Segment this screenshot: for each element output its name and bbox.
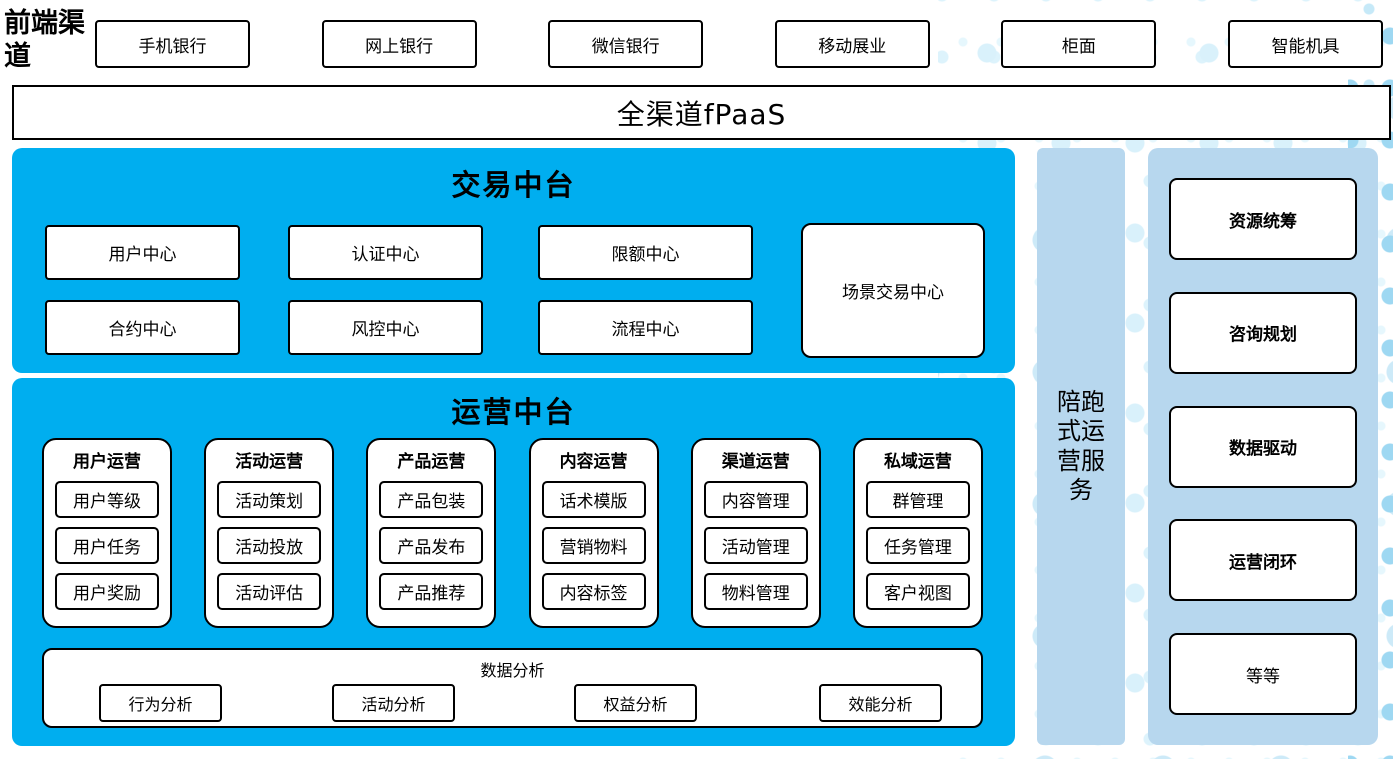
side-service-label: 陪跑式运营服务: [1057, 387, 1105, 504]
operation-column: 用户运营 用户等级 用户任务 用户奖励: [42, 438, 172, 628]
operation-item: 活动投放: [217, 527, 322, 564]
service-box: 运营闭环: [1169, 519, 1357, 602]
operation-column: 活动运营 活动策划 活动投放 活动评估: [204, 438, 335, 628]
side-service-bar: 陪跑式运营服务: [1037, 148, 1125, 745]
service-panel: 资源统筹 咨询规划 数据驱动 运营闭环 等等: [1148, 148, 1378, 745]
center-box: 流程中心: [538, 300, 753, 355]
operation-columns-row: 用户运营 用户等级 用户任务 用户奖励 活动运营 活动策划 活动投放 活动评估 …: [42, 438, 983, 628]
operation-item: 用户等级: [55, 481, 159, 518]
operation-item: 活动管理: [703, 527, 808, 564]
operation-item: 物料管理: [703, 573, 808, 610]
center-box: 限额中心: [538, 225, 753, 280]
transaction-platform-title: 交易中台: [451, 168, 576, 202]
channel-box: 智能机具: [1227, 20, 1383, 68]
operation-item: 营销物料: [541, 527, 646, 564]
data-analysis-title: 数据分析: [480, 661, 545, 680]
center-box: 用户中心: [45, 225, 240, 280]
operation-column-title: 用户运营: [73, 452, 141, 472]
operation-column-title: 产品运营: [397, 452, 466, 472]
operation-column: 产品运营 产品包装 产品发布 产品推荐: [366, 438, 497, 628]
operation-column-title: 私域运营: [883, 452, 952, 472]
operation-column: 渠道运营 内容管理 活动管理 物料管理: [690, 438, 821, 628]
center-box: 认证中心: [288, 225, 483, 280]
operation-platform-title: 运营中台: [451, 395, 576, 429]
analysis-box: 权益分析: [574, 684, 697, 722]
channel-box: 移动展业: [774, 20, 930, 68]
channel-box: 微信银行: [548, 20, 704, 68]
center-box: 合约中心: [45, 300, 240, 355]
operation-column-title: 活动运营: [235, 452, 304, 472]
operation-platform-section: 运营中台 用户运营 用户等级 用户任务 用户奖励 活动运营 活动策划 活动投放 …: [12, 378, 1015, 746]
data-analysis-container: 数据分析 行为分析 活动分析 权益分析 效能分析: [42, 648, 983, 728]
operation-item: 用户任务: [55, 527, 159, 564]
operation-column-title: 渠道运营: [721, 452, 790, 472]
fpaas-bar: 全渠道fPaaS: [12, 85, 1391, 140]
channel-box: 手机银行: [95, 20, 250, 68]
operation-item: 活动策划: [217, 481, 322, 518]
operation-item: 产品推荐: [379, 573, 484, 610]
operation-item: 产品包装: [379, 481, 484, 518]
operation-item: 内容管理: [703, 481, 808, 518]
operation-item: 产品发布: [379, 527, 484, 564]
operation-item: 话术模版: [541, 481, 646, 518]
center-box: 风控中心: [288, 300, 483, 355]
operation-item: 任务管理: [865, 527, 970, 564]
operation-item: 内容标签: [541, 573, 646, 610]
service-box: 资源统筹: [1169, 178, 1357, 260]
analysis-box: 效能分析: [819, 684, 942, 722]
operation-item: 客户视图: [865, 573, 970, 610]
analysis-box: 行为分析: [99, 684, 222, 722]
scene-transaction-center-box: 场景交易中心: [801, 223, 985, 358]
channel-box: 网上银行: [321, 20, 477, 68]
front-channels-label: 前端渠道: [4, 8, 85, 72]
operation-item: 群管理: [865, 481, 970, 518]
transaction-platform-section: 交易中台 用户中心 认证中心 限额中心 合约中心 风控中心 流程中心 场景交易中…: [12, 148, 1015, 373]
operation-item: 活动评估: [217, 573, 322, 610]
front-channels-row: 手机银行 网上银行 微信银行 移动展业 柜面 智能机具: [95, 20, 1383, 68]
service-box: 等等: [1169, 633, 1357, 715]
operation-item: 用户奖励: [55, 573, 159, 610]
service-box: 数据驱动: [1169, 405, 1357, 488]
operation-column: 私域运营 群管理 任务管理 客户视图: [852, 438, 983, 628]
service-box: 咨询规划: [1169, 291, 1357, 374]
operation-column-title: 内容运营: [559, 452, 628, 472]
channel-box: 柜面: [1001, 20, 1157, 68]
operation-column: 内容运营 话术模版 营销物料 内容标签: [528, 438, 659, 628]
analysis-box: 活动分析: [332, 684, 455, 722]
